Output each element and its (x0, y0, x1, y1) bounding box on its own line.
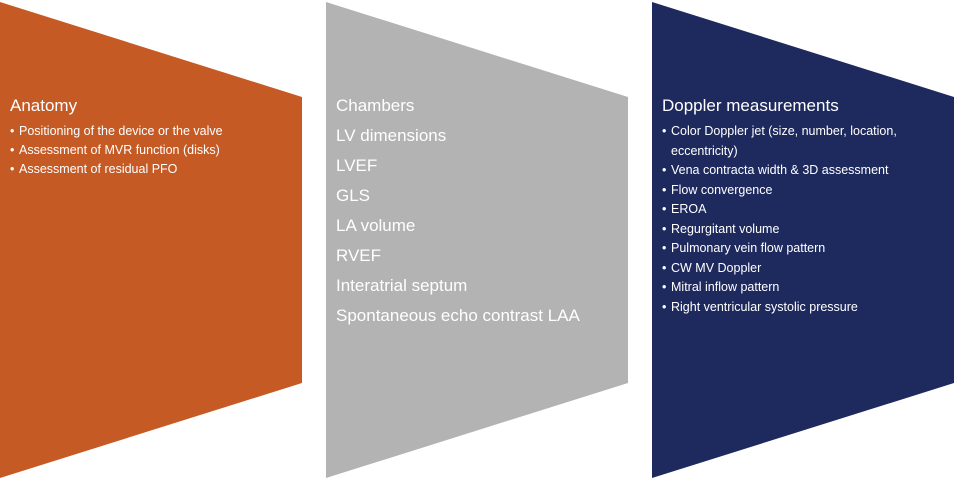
chambers-item: Spontaneous echo contrast LAA (336, 306, 580, 325)
chambers-item: RVEF (336, 246, 382, 265)
chambers-item: LV dimensions (336, 126, 447, 145)
doppler-item: Pulmonary vein flow pattern (662, 239, 950, 259)
chambers-item: LA volume (336, 216, 416, 235)
chambers-item: GLS (336, 186, 371, 205)
doppler-item: CW MV Doppler (662, 259, 950, 279)
doppler-item: EROA (662, 200, 950, 220)
doppler-item: Color Doppler jet (size, number, locatio… (662, 122, 950, 161)
anatomy-panel-shape (0, 2, 302, 478)
anatomy-panel: Anatomy Positioning of the device or the… (10, 96, 295, 179)
anatomy-list: Positioning of the device or the valve A… (10, 122, 295, 179)
doppler-title: Doppler measurements (662, 96, 839, 115)
anatomy-item: Assessment of residual PFO (10, 160, 295, 179)
anatomy-item: Assessment of MVR function (disks) (10, 141, 295, 160)
chambers-list: Chambers LV dimensions LVEF GLS LA volum… (336, 96, 616, 326)
chambers-item: Interatrial septum (336, 276, 468, 295)
anatomy-title: Anatomy (10, 96, 78, 115)
doppler-panel: Doppler measurements Color Doppler jet (… (662, 96, 950, 317)
doppler-list: Color Doppler jet (size, number, locatio… (662, 122, 950, 317)
chambers-title: Chambers (336, 96, 415, 115)
doppler-item: Right ventricular systolic pressure (662, 298, 950, 318)
anatomy-item: Positioning of the device or the valve (10, 122, 295, 141)
doppler-item: Regurgitant volume (662, 220, 950, 240)
doppler-item: Vena contracta width & 3D assessment (662, 161, 950, 181)
doppler-item: Mitral inflow pattern (662, 278, 950, 298)
doppler-item: Flow convergence (662, 181, 950, 201)
chambers-item: LVEF (336, 156, 378, 175)
chambers-panel-shape (326, 2, 628, 478)
chambers-panel: Chambers LV dimensions LVEF GLS LA volum… (336, 96, 616, 336)
